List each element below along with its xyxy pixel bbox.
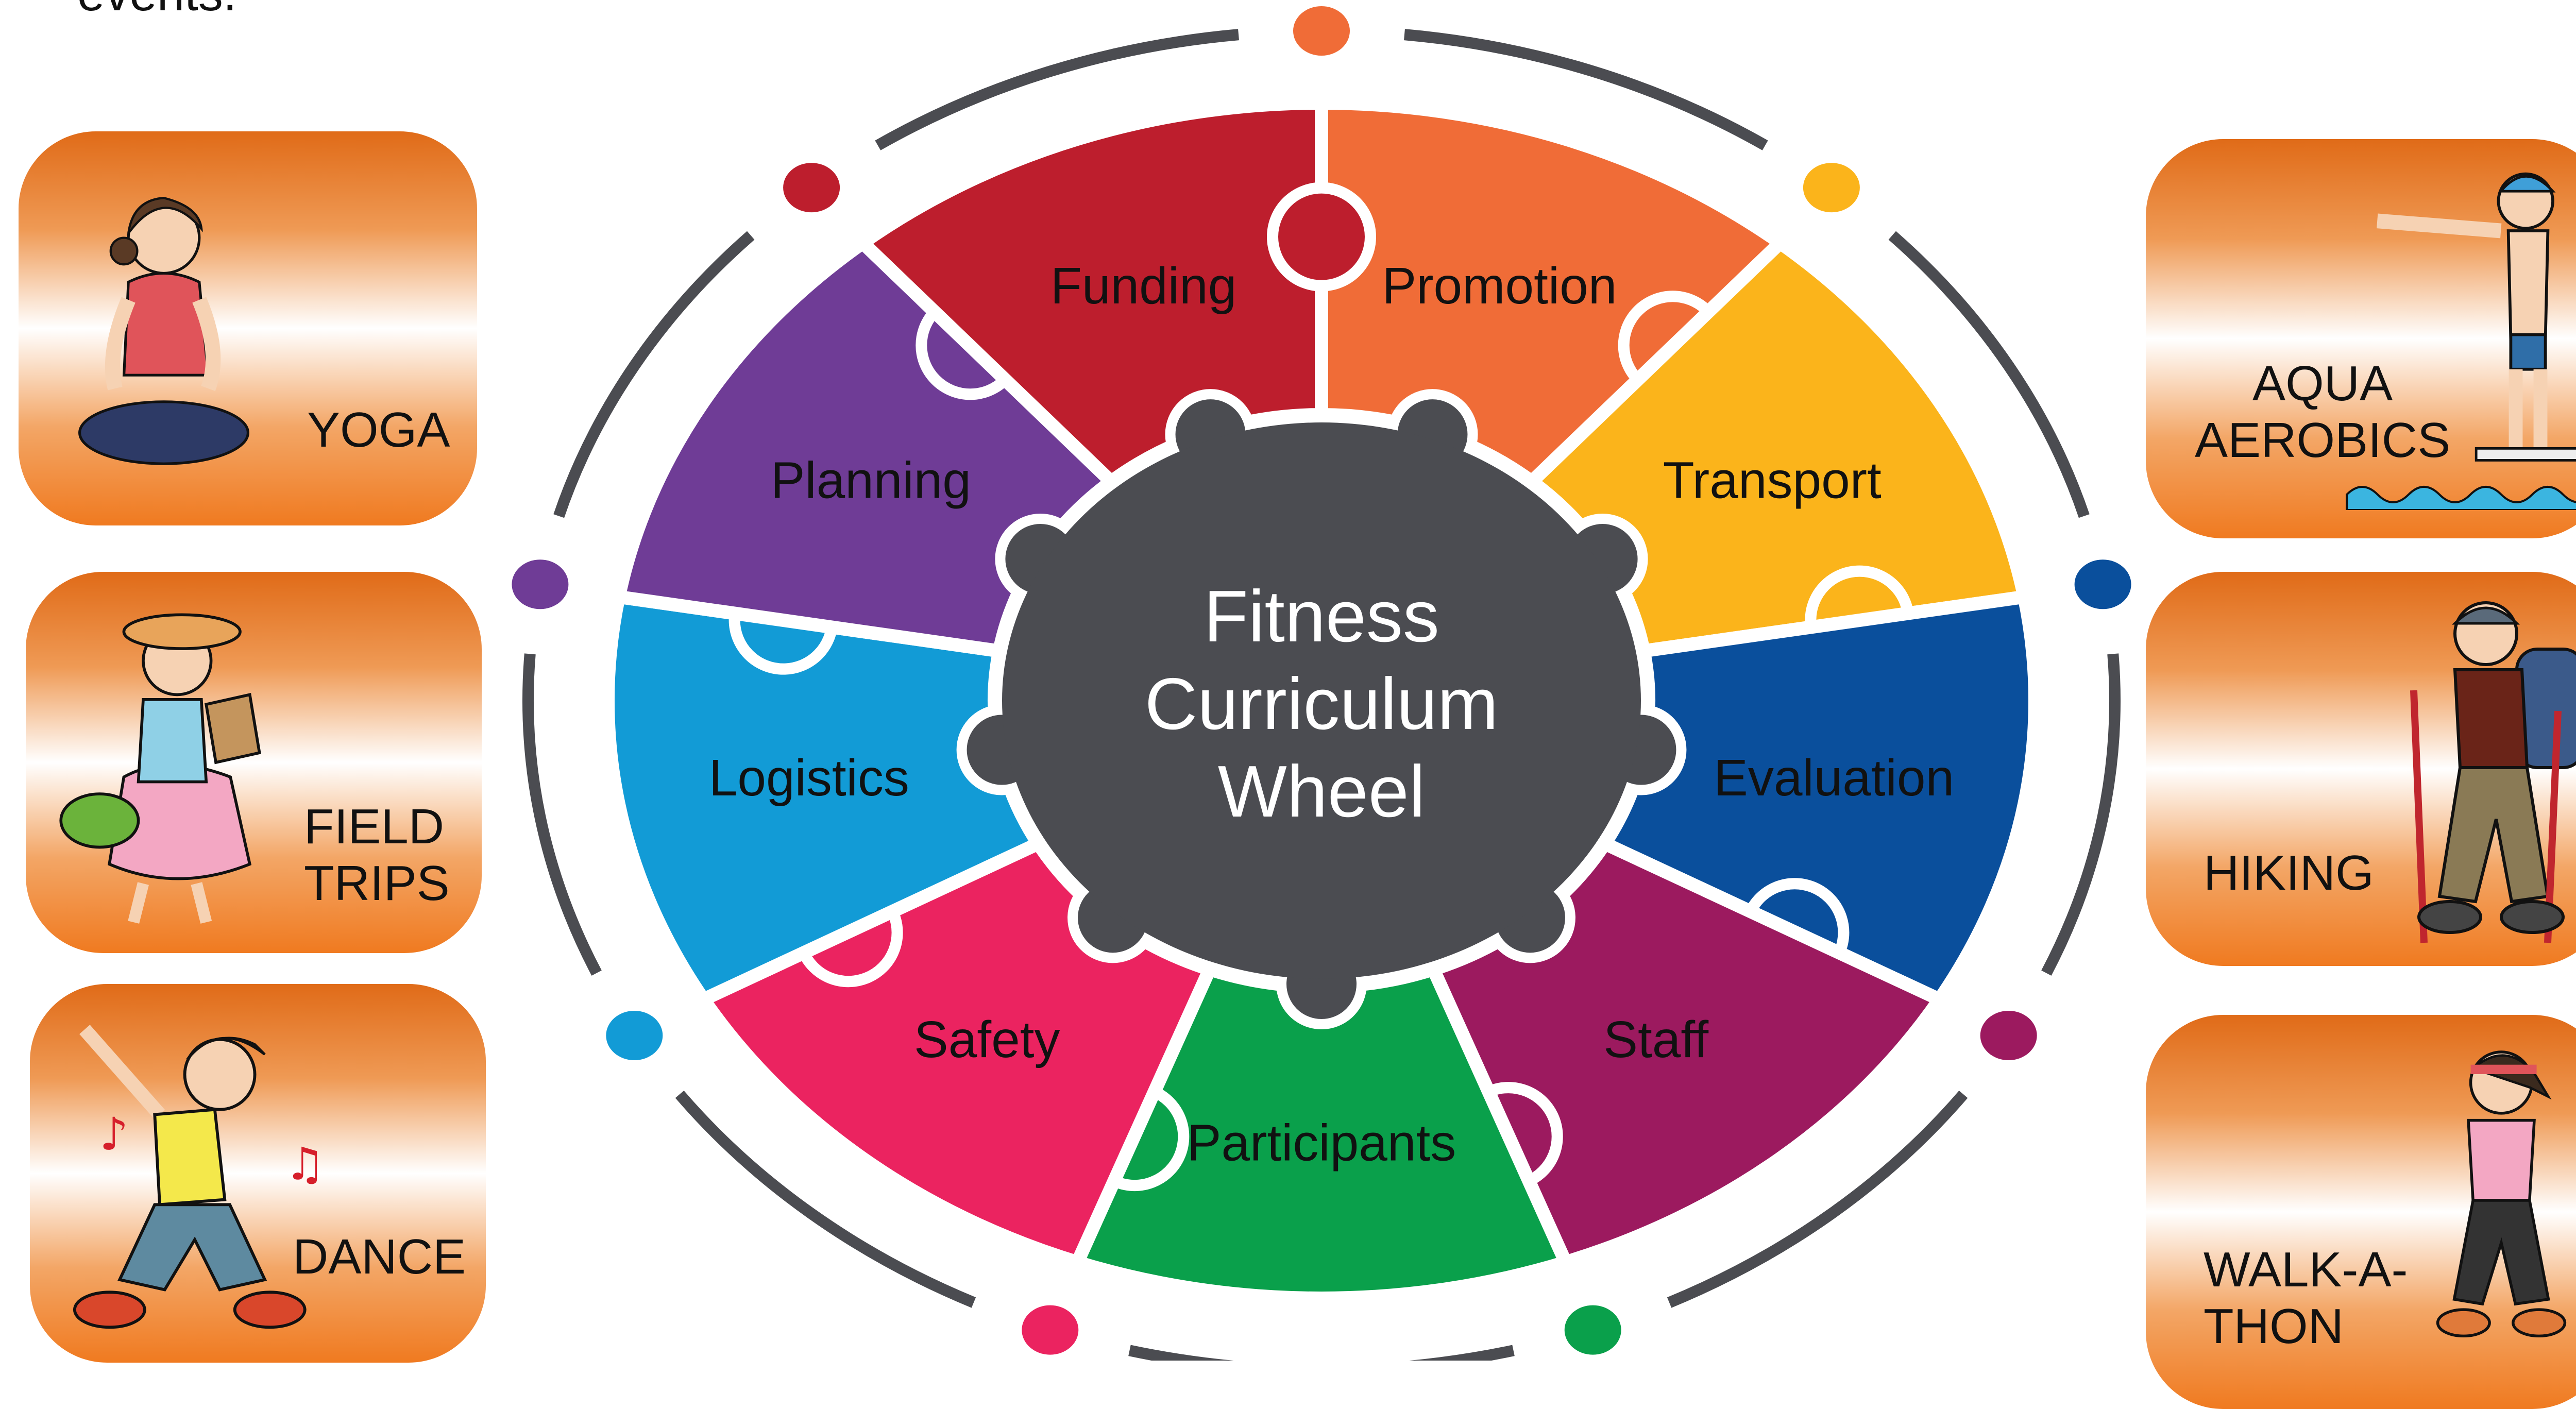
segment-labels: PromotionTransportEvaluationStaffPartici… (709, 257, 1954, 1172)
ring-dot (1022, 1305, 1079, 1355)
svg-text:♫: ♫ (285, 1138, 325, 1191)
center-title-line: Wheel (1218, 751, 1426, 833)
activity-label-dance: DANCE (293, 1229, 466, 1284)
ring-arc (553, 231, 755, 518)
activity-label-field-trips: FIELD TRIPS (304, 799, 450, 911)
ring-dot (2074, 559, 2131, 609)
svg-text:♪: ♪ (99, 1108, 128, 1160)
puzzle-knob (1267, 182, 1376, 292)
walker-figure-icon (2436, 1050, 2567, 1338)
segment-label: Safety (914, 1011, 1060, 1068)
ring-dot (783, 163, 840, 213)
ring-arc (522, 653, 602, 976)
activity-card-yoga: YOGA (19, 131, 477, 525)
activity-card-hiking: HIKING (2146, 572, 2576, 966)
ring-dot (1980, 1011, 2037, 1060)
activity-card-field-trips: FIELD TRIPS (26, 572, 482, 953)
ring-dot (606, 1011, 663, 1060)
activity-label-aqua-aerobics: AQUA AEROBICS (2195, 356, 2451, 468)
fitness-curriculum-wheel: PromotionTransportEvaluationStaffPartici… (512, 6, 2131, 1361)
center-title-line: Fitness (1204, 575, 1439, 657)
field-trip-figure-icon (59, 613, 261, 924)
activity-card-dance: ♪ ♫ DANCE (30, 984, 486, 1363)
ring-dot (512, 559, 569, 609)
ring-dot (1803, 163, 1860, 213)
outer-ring (512, 6, 2131, 1361)
segment-label: Staff (1603, 1011, 1708, 1068)
center-title-line: Curriculum (1145, 663, 1498, 745)
yoga-figure-icon (78, 197, 249, 465)
segment-label: Evaluation (1714, 749, 1954, 807)
segment-label: Planning (771, 451, 971, 509)
swimmer-figure-icon (2377, 172, 2576, 462)
segment-label: Logistics (709, 749, 909, 807)
hub-body (1002, 422, 1641, 979)
water-waves-icon (2346, 486, 2576, 510)
segment-label: Funding (1050, 257, 1236, 315)
center-hub (956, 389, 1687, 1029)
ring-arc (1403, 29, 1768, 150)
ring-arc (1667, 1090, 1968, 1308)
ring-arc (1128, 1345, 1515, 1361)
intro-text: events. (77, 0, 237, 23)
ring-arc (875, 29, 1240, 150)
dancer-figure-icon: ♪ ♫ (73, 1025, 325, 1329)
segment-label: Transport (1663, 451, 1882, 509)
activity-card-aqua-aerobics: AQUA AEROBICS (2146, 139, 2576, 538)
activity-label-walk-a-thon: WALK-A- THON (2204, 1242, 2408, 1354)
ring-arc (2041, 653, 2121, 976)
segment-label: Promotion (1382, 257, 1617, 315)
hiker-figure-icon (2410, 601, 2576, 943)
activity-label-hiking: HIKING (2204, 845, 2374, 901)
activity-label-yoga: YOGA (307, 402, 450, 457)
ring-dot (1293, 6, 1350, 56)
activity-card-walk-a-thon: WALK-A- THON (2146, 1015, 2576, 1409)
segment-label: Participants (1187, 1114, 1456, 1172)
ring-arc (675, 1090, 976, 1308)
ring-dot (1564, 1305, 1621, 1355)
ring-arc (1888, 231, 2090, 518)
